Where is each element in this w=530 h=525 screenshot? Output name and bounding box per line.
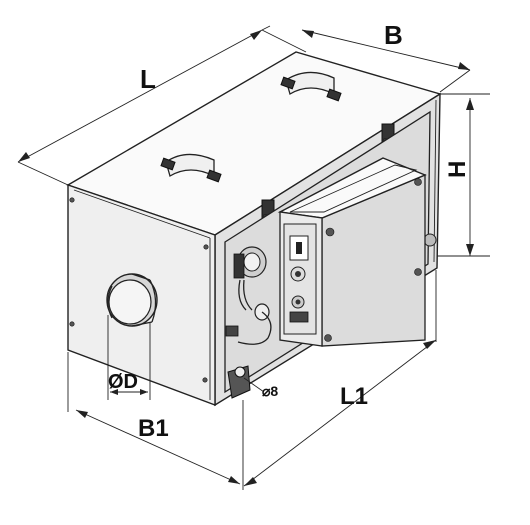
label-b: B xyxy=(384,20,403,50)
control-box xyxy=(277,157,427,347)
screw-icon xyxy=(324,334,332,342)
label-h: H xyxy=(444,161,471,178)
handle-front xyxy=(160,153,222,183)
screw-icon xyxy=(203,244,209,250)
duct-connector xyxy=(106,273,158,327)
knob-icon xyxy=(423,233,437,247)
dimension-od: ØD xyxy=(107,315,151,400)
screw-icon xyxy=(202,377,208,383)
dimension-b: B xyxy=(301,20,471,93)
dimension-h: H xyxy=(436,93,490,257)
dimension-b1: B1 xyxy=(67,352,244,490)
mounting-bracket: ⌀8 xyxy=(227,365,278,399)
dimension-l1: L1 xyxy=(243,270,437,487)
dimension-l: L xyxy=(17,25,307,186)
screw-icon xyxy=(414,178,422,186)
cable-gland xyxy=(233,246,267,311)
label-l: L xyxy=(140,64,156,94)
connector-icon xyxy=(289,311,309,323)
screw-icon xyxy=(325,227,335,237)
pressure-nipple xyxy=(225,303,272,345)
handle-rear xyxy=(280,71,342,102)
switch-icon xyxy=(296,242,302,254)
screw-icon xyxy=(69,197,75,203)
screw-icon xyxy=(69,321,75,327)
label-l1: L1 xyxy=(340,383,368,410)
label-hole: ⌀8 xyxy=(262,383,278,399)
label-b1: B1 xyxy=(138,415,169,442)
label-od: ØD xyxy=(108,371,138,393)
screw-icon xyxy=(414,268,422,276)
